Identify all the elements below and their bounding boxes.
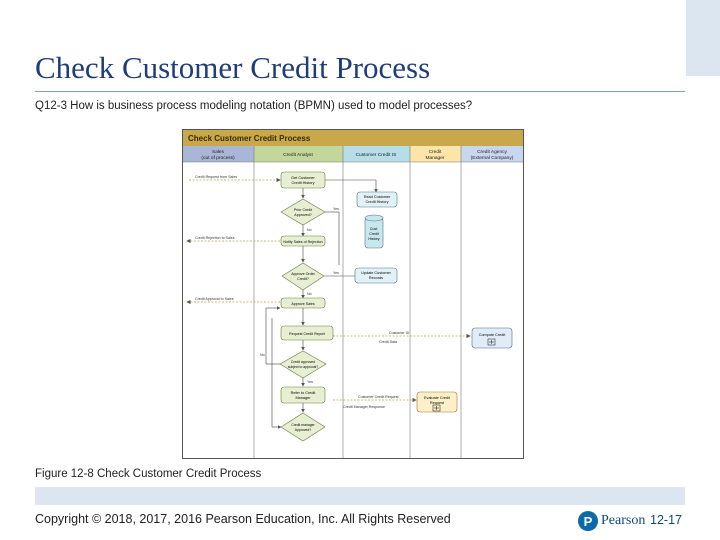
corner-accent (686, 0, 720, 76)
svg-text:Credit: Credit (429, 149, 442, 155)
task-compute-credit: Compute Credit (471, 327, 513, 349)
bpmn-figure: Check Customer Credit Process Sales (out… (182, 129, 524, 459)
svg-text:Approve Sales: Approve Sales (291, 302, 315, 306)
svg-text:subject to approval?: subject to approval? (288, 365, 318, 369)
svg-text:Request: Request (430, 401, 445, 405)
diagram-header (183, 130, 523, 146)
label-yes-3: Yes (307, 380, 313, 384)
lane-credit-manager-header: Credit Manager (410, 146, 461, 162)
label-customer-id: Customer ID (389, 331, 410, 335)
svg-text:Approved?: Approved? (294, 213, 311, 217)
label-no-3: No (260, 353, 265, 357)
gateway-credit-approved-subject: Credit approved subject to approval? (279, 350, 327, 379)
svg-text:Update Customer: Update Customer (361, 271, 391, 275)
label-yes-2: Yes (333, 271, 339, 275)
pearson-brand-name: Pearson (601, 513, 646, 528)
svg-text:Notify Sales of Rejection: Notify Sales of Rejection (283, 240, 322, 244)
svg-text:Customer Credit IS: Customer Credit IS (356, 152, 397, 158)
svg-text:Cust.: Cust. (370, 227, 378, 231)
svg-text:Credit Agency: Credit Agency (477, 149, 507, 155)
svg-text:Read Customer: Read Customer (364, 195, 391, 199)
label-yes-1: Yes (333, 207, 339, 211)
svg-text:Prior Credit: Prior Credit (294, 208, 312, 212)
gateway-prior-credit-approved: Prior Credit Approved? (280, 198, 326, 226)
lane-sales-header: Sales (out of process) (183, 146, 254, 162)
lane-dividers (183, 146, 523, 458)
message-flows (186, 177, 471, 403)
task-get-customer-credit-history: Get Customer Credit History (280, 171, 326, 189)
task-read-customer-credit-history: Read Customer Credit History (356, 191, 398, 208)
slide-title: Check Customer Credit Process (35, 50, 431, 85)
label-credit-data: Credit Data (379, 340, 397, 344)
copyright-text: Copyright © 2018, 2017, 2016 Pearson Edu… (35, 512, 451, 526)
diagram-title: Check Customer Credit Process (188, 134, 311, 143)
svg-text:Evaluate Credit: Evaluate Credit (424, 396, 451, 400)
svg-text:History: History (368, 237, 379, 241)
svg-text:Get Customer: Get Customer (291, 176, 315, 180)
pearson-logo-icon: P (578, 511, 598, 531)
label-credit-rejection: Credit Rejection to Sales (195, 236, 235, 240)
title-rule (35, 91, 685, 92)
svg-text:Approve Order: Approve Order (291, 272, 315, 276)
label-no-1: No (307, 228, 312, 232)
lane-credit-agency-header: Credit Agency (External Company) (461, 146, 523, 162)
label-no-2: No (307, 292, 312, 296)
label-customer-credit-request: Customer Credit Request (358, 395, 399, 399)
label-credit-approval: Credit Approval to Sales (195, 297, 234, 301)
task-approve-sales: Approve Sales (280, 297, 326, 309)
svg-text:(External Company): (External Company) (471, 155, 514, 161)
label-credit-manager-response: Credit Manager Response (343, 405, 385, 409)
bpmn-diagram: Check Customer Credit Process Sales (out… (183, 130, 523, 458)
task-refer-to-credit-manager: Refer to Credit Manager (280, 386, 326, 404)
svg-text:Manager: Manager (426, 155, 445, 161)
svg-text:Approved?: Approved? (295, 428, 312, 432)
flow-labels: Credit Request from Sales Credit Rejecti… (195, 175, 410, 409)
svg-text:(out of process): (out of process) (201, 155, 235, 161)
svg-text:Compute Credit: Compute Credit (479, 333, 507, 337)
svg-text:Credit?: Credit? (297, 277, 309, 281)
lane-credit-analyst-header: Credit Analyst (254, 146, 343, 162)
svg-text:Request Credit Report: Request Credit Report (289, 332, 325, 336)
task-update-customer-records: Update Customer Records (354, 267, 398, 284)
svg-text:Sales: Sales (212, 149, 225, 155)
svg-text:Credit: Credit (369, 232, 379, 236)
slide-subtitle: Q12-3 How is business process modeling n… (35, 100, 473, 112)
footer-bar (35, 487, 685, 505)
svg-text:Credit History: Credit History (366, 200, 389, 204)
gateway-credit-manager-approved: Credit manager Approved? (280, 412, 326, 442)
svg-text:Credit manager: Credit manager (291, 423, 315, 427)
page-number: 12-17 (650, 513, 682, 527)
task-request-credit-report: Request Credit Report (280, 325, 334, 341)
svg-text:Manager: Manager (296, 396, 312, 400)
task-evaluate-credit-request: Evaluate Credit Request (416, 391, 458, 413)
svg-text:Refer to Credit: Refer to Credit (291, 391, 317, 395)
svg-text:Credit Analyst: Credit Analyst (283, 152, 313, 158)
figure-caption: Figure 12-8 Check Customer Credit Proces… (35, 468, 262, 480)
label-credit-request: Credit Request from Sales (195, 175, 237, 179)
svg-text:Records: Records (369, 276, 383, 280)
gateway-approve-order-credit: Approve Order Credit? (281, 262, 325, 291)
task-notify-sales-of-rejection: Notify Sales of Rejection (280, 235, 326, 247)
svg-text:Credit approved: Credit approved (291, 360, 315, 364)
data-store-customer-credit-history: Cust. Credit History (364, 214, 384, 249)
svg-text:Credit History: Credit History (292, 181, 315, 185)
lane-customer-credit-is-header: Customer Credit IS (343, 146, 410, 162)
